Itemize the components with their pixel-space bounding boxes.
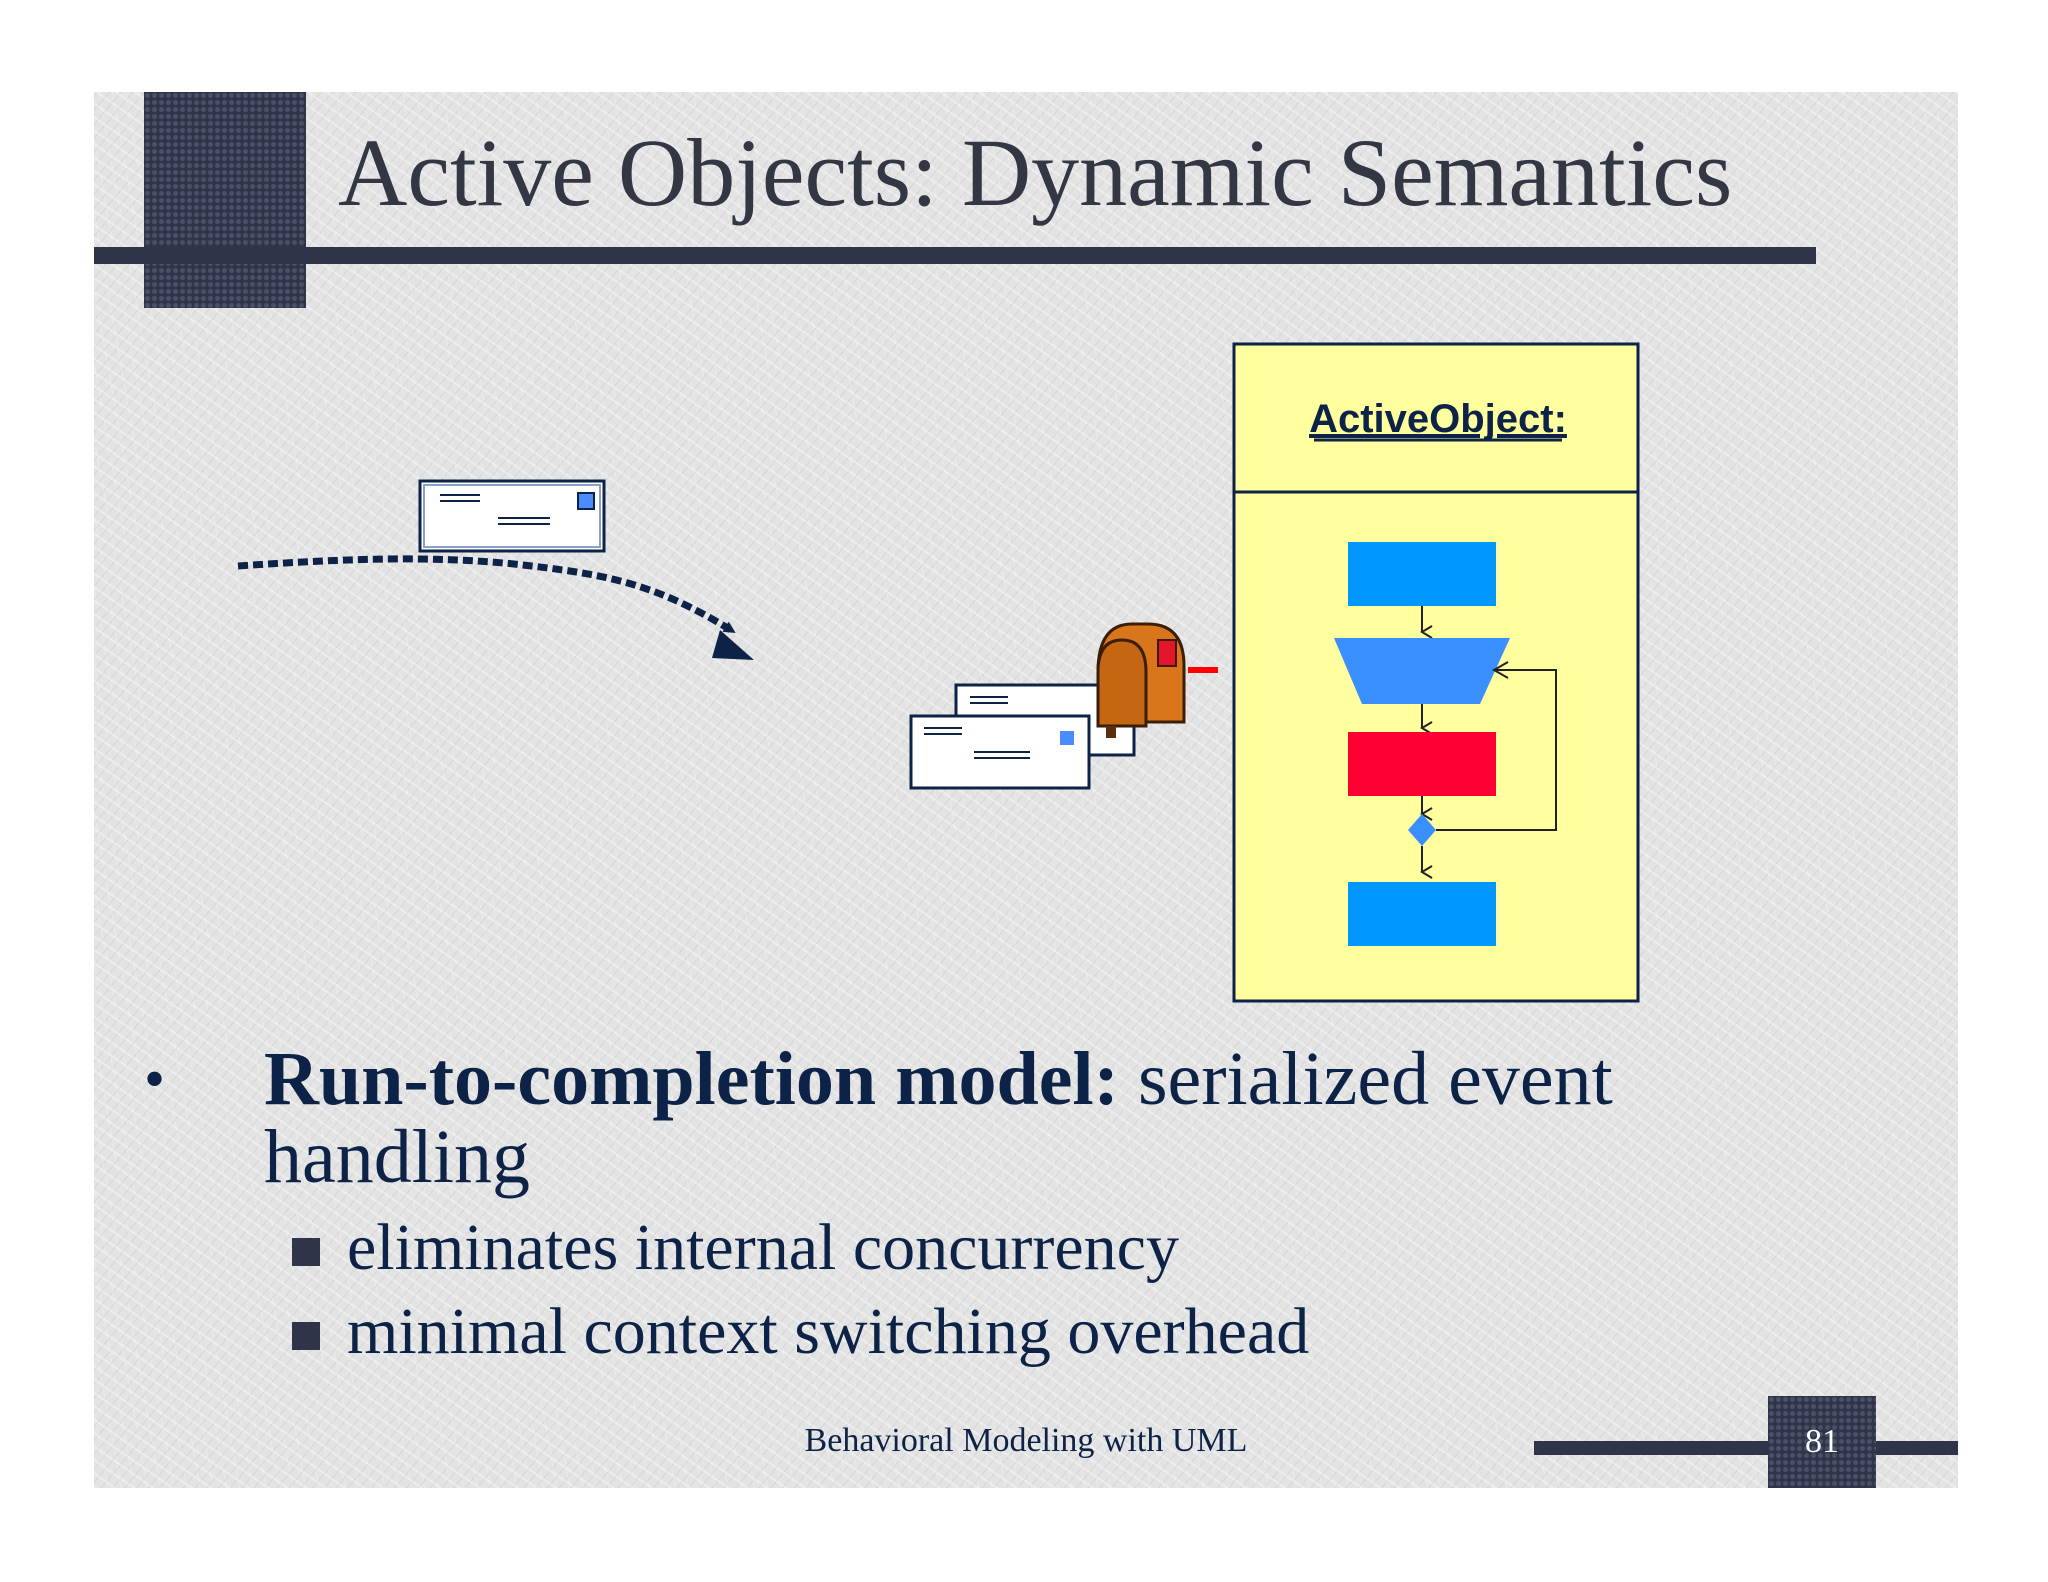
square-bullet-icon xyxy=(292,1238,320,1266)
bullet-dot: • xyxy=(144,1046,166,1112)
active-object-label: ActiveObject: xyxy=(1309,397,1567,441)
bullet-subitem: eliminates internal concurrency xyxy=(144,1206,1844,1290)
active-object-diagram: ActiveObject: xyxy=(237,342,1640,1003)
mailbox-icon xyxy=(1096,622,1186,738)
decision-diamond xyxy=(1408,814,1436,846)
title-rule xyxy=(94,247,1816,264)
footer-text: Behavioral Modeling with UML xyxy=(804,1422,1248,1459)
title-corner-block xyxy=(144,92,306,308)
slide: Active Objects: Dynamic Semantics xyxy=(94,92,1958,1488)
bullet-subitem-text: eliminates internal concurrency xyxy=(347,1211,1179,1284)
envelope-icon xyxy=(418,479,606,553)
page-number: 81 xyxy=(1768,1396,1876,1488)
bullet-main-bold: Run-to-completion model: xyxy=(264,1037,1119,1121)
bullet-subitem-text: minimal context switching overhead xyxy=(347,1295,1310,1368)
action-block-top xyxy=(1348,542,1496,606)
slide-title: Active Objects: Dynamic Semantics xyxy=(338,119,1733,226)
bullet-subitem: minimal context switching overhead xyxy=(144,1290,1844,1374)
bullet-list: • Run-to-completion model: serialized ev… xyxy=(144,1040,1844,1374)
queued-envelope-icon xyxy=(909,714,1091,790)
message-path-arrow xyxy=(237,555,736,635)
loop-back-line xyxy=(1436,669,1557,831)
action-block-red xyxy=(1348,732,1496,796)
action-block-bottom xyxy=(1348,882,1496,946)
bullet-item-main: • Run-to-completion model: serialized ev… xyxy=(144,1040,1844,1196)
dispatch-trapezoid xyxy=(1334,638,1510,704)
square-bullet-icon xyxy=(292,1322,320,1350)
message-arrowhead xyxy=(712,630,754,660)
bullet-main-rest: serialized event handling xyxy=(264,1037,1613,1199)
loop-back-arrowhead xyxy=(1491,661,1509,679)
